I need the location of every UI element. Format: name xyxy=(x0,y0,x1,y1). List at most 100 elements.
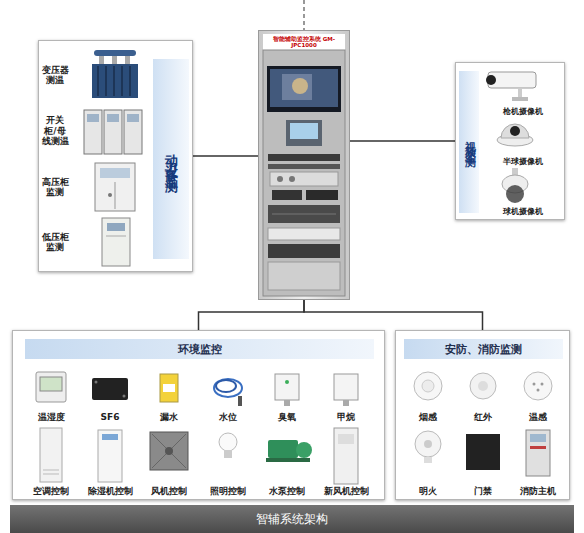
ozone-sensor-icon-part xyxy=(285,380,289,384)
switchgear-icon-part xyxy=(104,110,122,154)
device-item: 臭氧 xyxy=(258,364,316,422)
ozone-sensor-icon xyxy=(275,374,299,406)
device-label: 风机控制 xyxy=(151,486,187,496)
fresh-air-icon-part xyxy=(334,428,358,484)
dehumidifier-icon-part xyxy=(98,430,122,482)
device-item: 温湿度 xyxy=(22,364,80,422)
dome-camera-icon-part xyxy=(497,134,533,146)
transformer-icon-part xyxy=(105,66,107,96)
speed-dome-icon-part xyxy=(512,168,518,176)
switchgear-icon-part xyxy=(127,114,139,122)
device-label-box: 水泵控制 xyxy=(269,486,305,496)
device-label: 温感 xyxy=(529,412,547,422)
device-label-box: 消防主机 xyxy=(520,486,556,496)
heat-detector-icon xyxy=(524,372,552,400)
ozone-sensor-icon-part xyxy=(284,400,290,406)
device-label-box: SF6 xyxy=(101,412,120,422)
control-cabinet-part xyxy=(270,172,338,186)
device-item: 甲烷 xyxy=(317,364,375,422)
control-cabinet-part xyxy=(290,123,318,139)
monitor-group-panel: 动力设备监测变压器测温开关柜/母线测温高压柜监测低压柜监测 xyxy=(38,40,193,272)
transformer-icon-part xyxy=(113,66,115,96)
fire-panel-icon-part xyxy=(530,446,546,449)
device-label: 明火 xyxy=(419,486,437,496)
device-item: SF6 xyxy=(81,364,139,422)
device-label: 水位 xyxy=(219,412,237,422)
bullet-camera-icon xyxy=(486,72,536,101)
infrared-detector-icon-part xyxy=(478,381,488,391)
flame-detector-icon-part xyxy=(424,457,432,463)
sf6-sensor-icon xyxy=(92,378,128,400)
device-item: 烟感 xyxy=(401,364,455,422)
device-label: 空调控制 xyxy=(33,486,69,496)
control-cabinet-part xyxy=(268,228,340,240)
device-item: 照明控制 xyxy=(199,426,257,496)
control-cabinet-part xyxy=(270,69,338,107)
transformer-icon-part xyxy=(94,50,136,56)
methane-sensor-icon-part xyxy=(343,400,349,406)
control-cabinet-part xyxy=(268,244,340,258)
control-cabinet xyxy=(263,50,345,296)
transformer-icon-part xyxy=(99,56,104,64)
device-item: 风机控制 xyxy=(140,426,198,496)
pump-icon-part xyxy=(296,442,312,458)
pump-icon-part xyxy=(266,458,310,462)
air-conditioner-icon xyxy=(40,428,62,482)
caption-text: 智辅系统架构 xyxy=(256,511,328,528)
speed-dome-icon-part xyxy=(506,185,524,203)
device-label: 新风机控制 xyxy=(324,486,369,496)
control-cabinet-part xyxy=(267,66,341,112)
device-label-box: 低压柜监测 xyxy=(40,232,70,253)
control-cabinet-part xyxy=(268,154,340,161)
heat-detector-icon-part xyxy=(524,372,552,400)
control-cabinet-part xyxy=(272,214,336,215)
transformer-icon-part xyxy=(112,56,117,64)
monitor-group-panel: 安防、消防监测烟感红外温感明火门禁消防主机 xyxy=(395,330,570,500)
device-label-box: 新风机控制 xyxy=(324,486,369,496)
lv-cabinet-icon-part xyxy=(107,223,125,231)
device-label-box: 门禁 xyxy=(474,486,492,496)
heading-band: 动力设备监测 xyxy=(153,59,189,259)
control-cabinet-part xyxy=(272,190,302,200)
device-item: 消防主机 xyxy=(511,426,565,496)
device-item: 低压柜监测 xyxy=(40,216,150,268)
connector-line xyxy=(193,155,258,157)
control-cabinet: 智能辅助监控系统 GM-JPC1000 xyxy=(258,30,350,300)
device-label: 温湿度 xyxy=(38,412,65,422)
control-cabinet-part xyxy=(268,262,340,290)
dashed-uplink xyxy=(303,0,304,30)
device-item: 半球摄像机 xyxy=(483,116,563,166)
device-label: 球机摄像机 xyxy=(503,207,543,216)
dehumidifier-icon-part xyxy=(102,434,118,440)
cabinet-title: 智能辅助监控系统 GM-JPC1000 xyxy=(263,36,345,48)
fresh-air-icon xyxy=(334,428,358,484)
device-label-box: 明火 xyxy=(419,486,437,496)
thermo-hygrometer-icon-part xyxy=(40,377,62,391)
thermo-hygrometer-icon-part xyxy=(36,372,66,402)
water-level-icon-part xyxy=(216,380,236,392)
control-cabinet-part xyxy=(282,74,312,100)
transformer-icon-part xyxy=(125,56,130,64)
fan-icon-part xyxy=(165,447,173,455)
device-item: 明火 xyxy=(401,426,455,496)
group-heading: 环境监控 xyxy=(178,342,222,357)
device-label: 红外 xyxy=(474,412,492,422)
device-label-box: 甲烷 xyxy=(337,412,355,422)
device-item: 温感 xyxy=(511,364,565,422)
heat-detector-icon-part xyxy=(533,383,536,386)
device-label-box: 臭氧 xyxy=(278,412,296,422)
fan-icon-part xyxy=(152,434,186,468)
control-cabinet-part xyxy=(289,176,295,182)
lv-cabinet-icon-part xyxy=(102,218,130,266)
device-item: 开关柜/母线测温 xyxy=(40,104,150,158)
flame-detector-icon-part xyxy=(415,431,441,457)
device-item: 门禁 xyxy=(456,426,510,496)
ozone-sensor-icon-part xyxy=(275,374,299,400)
fan-icon-part xyxy=(150,432,188,470)
speed-dome-icon-part xyxy=(502,175,528,193)
device-label: 臭氧 xyxy=(278,412,296,422)
fresh-air-icon-part xyxy=(338,434,354,444)
hv-cabinet-icon xyxy=(95,163,135,211)
air-conditioner-icon-part xyxy=(40,428,62,482)
